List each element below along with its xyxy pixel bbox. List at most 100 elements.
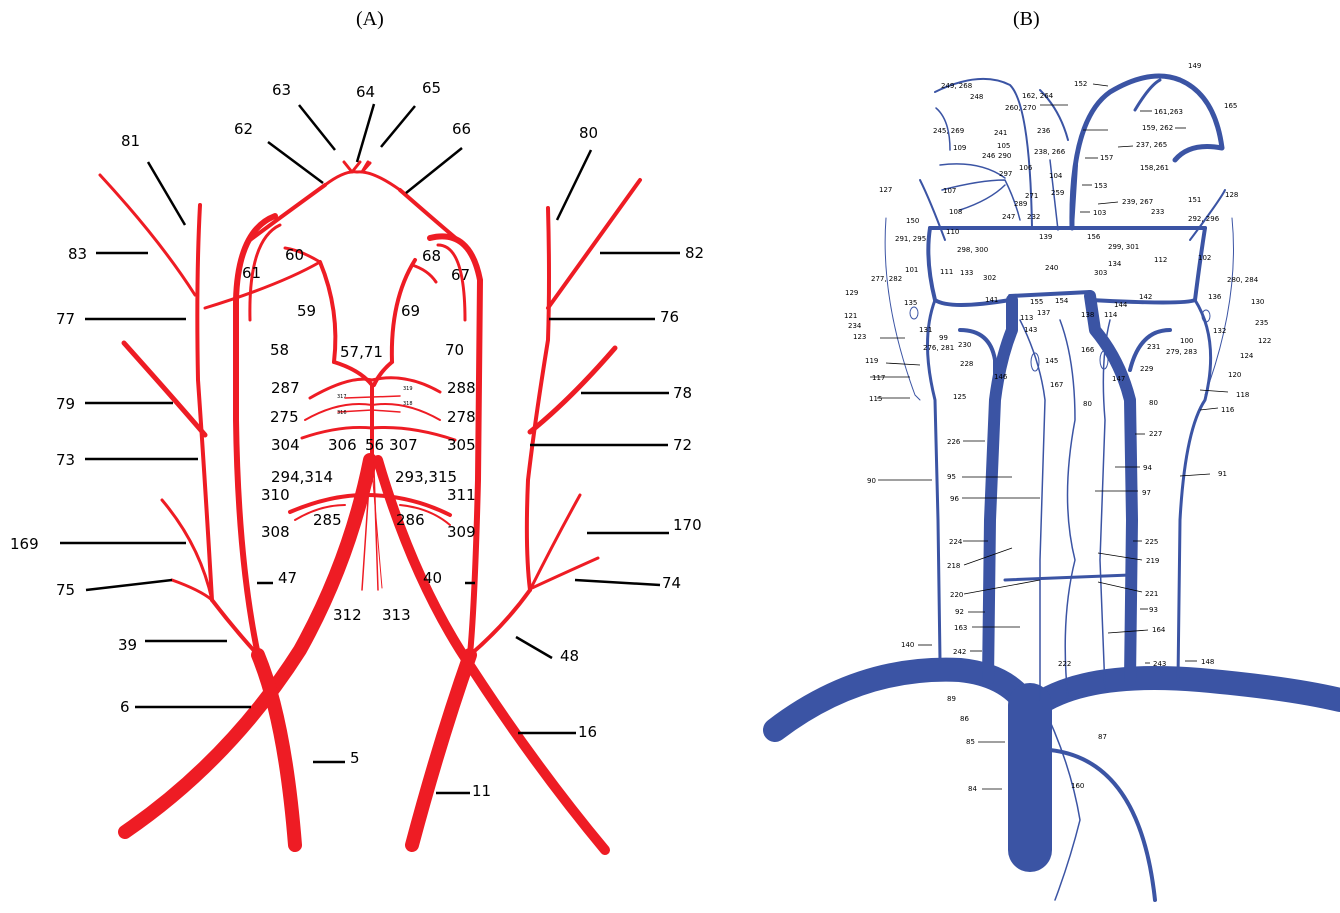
label-a: 58 bbox=[270, 341, 289, 359]
label-a: 293,315 bbox=[395, 468, 457, 486]
label-b: 90 bbox=[867, 477, 876, 485]
label-b: 104 bbox=[1049, 172, 1063, 180]
label-b: 161,263 bbox=[1154, 108, 1183, 116]
label-a: 73 bbox=[56, 451, 75, 469]
label-b: 231 bbox=[1147, 343, 1160, 351]
label-b: 166 bbox=[1081, 346, 1095, 354]
label-b: 92 bbox=[955, 608, 964, 616]
label-a: 64 bbox=[356, 83, 375, 101]
label-a: 61 bbox=[242, 264, 261, 282]
label-b: 167 bbox=[1050, 381, 1063, 389]
label-b: 226 bbox=[947, 438, 961, 446]
label-b: 146 bbox=[994, 373, 1008, 381]
label-a: 78 bbox=[673, 384, 692, 402]
label-a: 57,71 bbox=[340, 343, 383, 361]
label-b: 234 bbox=[848, 322, 862, 330]
label-b: 150 bbox=[906, 217, 919, 225]
label-a: 5 bbox=[350, 749, 360, 767]
label-a: 309 bbox=[447, 523, 476, 541]
label-a-small: 317 bbox=[337, 394, 347, 400]
label-a: 6 bbox=[120, 698, 130, 716]
label-b: 151 bbox=[1188, 196, 1201, 204]
label-b: 235 bbox=[1255, 319, 1268, 327]
label-b: 144 bbox=[1114, 301, 1128, 309]
label-b: 108 bbox=[949, 208, 962, 216]
label-a: 65 bbox=[422, 79, 441, 97]
label-a: 286 bbox=[396, 511, 425, 529]
label-a: 81 bbox=[121, 132, 140, 150]
label-b: 153 bbox=[1094, 182, 1107, 190]
label-a: 278 bbox=[447, 408, 476, 426]
label-b: 277, 282 bbox=[871, 275, 902, 283]
label-b: 154 bbox=[1055, 297, 1069, 305]
label-b: 147 bbox=[1112, 375, 1125, 383]
label-b: 101 bbox=[905, 266, 918, 274]
label-b: 103 bbox=[1093, 209, 1106, 217]
label-b: 149 bbox=[1188, 62, 1201, 70]
label-b: 248 bbox=[970, 93, 983, 101]
label-a: 59 bbox=[297, 302, 316, 320]
label-b: 134 bbox=[1108, 260, 1122, 268]
label-b: 165 bbox=[1224, 102, 1237, 110]
label-a: 294,314 bbox=[271, 468, 333, 486]
label-b: 119 bbox=[865, 357, 878, 365]
label-a: 48 bbox=[560, 647, 579, 665]
label-b: 121 bbox=[844, 312, 857, 320]
label-b: 227 bbox=[1149, 430, 1162, 438]
label-b: 220 bbox=[950, 591, 963, 599]
label-a: 304 bbox=[271, 436, 300, 454]
label-b: 137 bbox=[1037, 309, 1050, 317]
label-b: 141 bbox=[985, 296, 998, 304]
label-a: 62 bbox=[234, 120, 253, 138]
label-a-small: 318 bbox=[403, 401, 413, 407]
label-b: 86 bbox=[960, 715, 969, 723]
label-b: 106 bbox=[1019, 164, 1033, 172]
label-b: 241 bbox=[994, 129, 1007, 137]
label-b: 111 bbox=[940, 268, 953, 276]
label-a: 63 bbox=[272, 81, 291, 99]
label-a: 79 bbox=[56, 395, 75, 413]
label-b: 130 bbox=[1251, 298, 1264, 306]
label-b: 114 bbox=[1104, 311, 1118, 319]
label-a: 60 bbox=[285, 246, 304, 264]
label-a: 40 bbox=[423, 569, 442, 587]
label-a: 285 bbox=[313, 511, 342, 529]
label-b: 97 bbox=[1142, 489, 1151, 497]
label-b: 271 bbox=[1025, 192, 1038, 200]
label-b: 110 bbox=[946, 228, 959, 236]
label-b: 80 bbox=[1083, 400, 1092, 408]
label-b: 120 bbox=[1228, 371, 1241, 379]
label-a: 312 bbox=[333, 606, 362, 624]
label-b: 159, 262 bbox=[1142, 124, 1173, 132]
label-b: 143 bbox=[1024, 326, 1037, 334]
label-b: 95 bbox=[947, 473, 956, 481]
label-a: 275 bbox=[270, 408, 299, 426]
label-b: 85 bbox=[966, 738, 975, 746]
label-b: 139 bbox=[1039, 233, 1052, 241]
label-b: 155 bbox=[1030, 298, 1043, 306]
label-a: 288 bbox=[447, 379, 476, 397]
label-b: 128 bbox=[1225, 191, 1238, 199]
label-a: 75 bbox=[56, 581, 75, 599]
label-b: 221 bbox=[1145, 590, 1158, 598]
label-b: 136 bbox=[1208, 293, 1222, 301]
label-b: 140 bbox=[901, 641, 914, 649]
label-b: 135 bbox=[904, 299, 917, 307]
label-b: 302 bbox=[983, 274, 996, 282]
label-b: 158,261 bbox=[1140, 164, 1169, 172]
label-b: 297 bbox=[999, 170, 1012, 178]
label-a: 311 bbox=[447, 486, 476, 504]
label-a-small: 319 bbox=[403, 386, 413, 392]
label-b: 96 bbox=[950, 495, 959, 503]
label-b: 131 bbox=[919, 326, 932, 334]
label-b: 91 bbox=[1218, 470, 1227, 478]
label-b: 239, 267 bbox=[1122, 198, 1153, 206]
label-b: 164 bbox=[1152, 626, 1166, 634]
label-b: 112 bbox=[1154, 256, 1167, 264]
label-a: 74 bbox=[662, 574, 681, 592]
label-b: 160 bbox=[1071, 782, 1084, 790]
label-b: 291, 295 bbox=[895, 235, 926, 243]
label-a: 76 bbox=[660, 308, 679, 326]
label-b: 280, 284 bbox=[1227, 276, 1259, 284]
label-b: 260, 270 bbox=[1005, 104, 1036, 112]
